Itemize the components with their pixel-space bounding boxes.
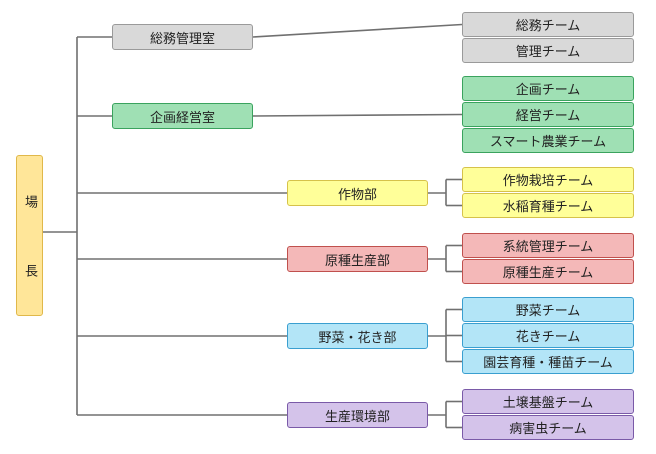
team-connector [252,113,463,117]
team-node: 野菜チーム [462,297,634,322]
dept-node-seed-production: 原種生産部 [287,246,428,272]
team-node: 土壌基盤チーム [462,389,634,414]
dept-node-general-affairs: 総務管理室 [112,24,253,50]
dept-node-vegetables-flowers: 野菜・花き部 [287,323,428,349]
dept-node-planning: 企画経営室 [112,103,253,129]
root-label-bottom: 長 [22,263,37,277]
team-node: 総務チーム [462,12,634,37]
team-node: 作物栽培チーム [462,167,634,192]
team-node: 系統管理チーム [462,233,634,258]
team-node: 病害虫チーム [462,415,634,440]
team-connector [252,23,463,38]
team-node: スマート農業チーム [462,128,634,153]
team-node: 経営チーム [462,102,634,127]
dept-node-environment: 生産環境部 [287,402,428,428]
root-node-director: 場 長 [16,155,43,316]
team-node: 管理チーム [462,38,634,63]
team-node: 園芸育種・種苗チーム [462,349,634,374]
team-node: 原種生産チーム [462,259,634,284]
team-node: 水稲育種チーム [462,193,634,218]
team-node: 企画チーム [462,76,634,101]
root-label-top: 場 [22,194,37,208]
dept-node-crops: 作物部 [287,180,428,206]
team-node: 花きチーム [462,323,634,348]
